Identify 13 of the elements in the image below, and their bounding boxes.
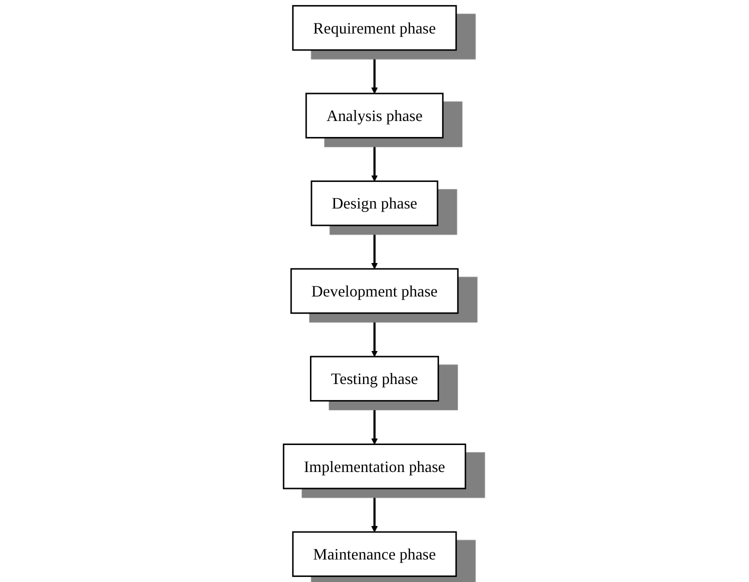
node-box: Implementation phase	[282, 444, 466, 490]
node-box: Development phase	[290, 268, 459, 314]
arrow	[371, 225, 378, 270]
arrow	[371, 138, 378, 182]
arrow	[371, 488, 378, 532]
node-box: Analysis phase	[305, 92, 444, 138]
node-box: Testing phase	[310, 356, 440, 402]
arrow	[371, 400, 378, 445]
arrow	[371, 313, 378, 357]
arrow	[371, 50, 378, 94]
node-box: Requirement phase	[292, 5, 457, 51]
node-box: Design phase	[310, 180, 438, 226]
node-box: Maintenance phase	[292, 531, 457, 577]
